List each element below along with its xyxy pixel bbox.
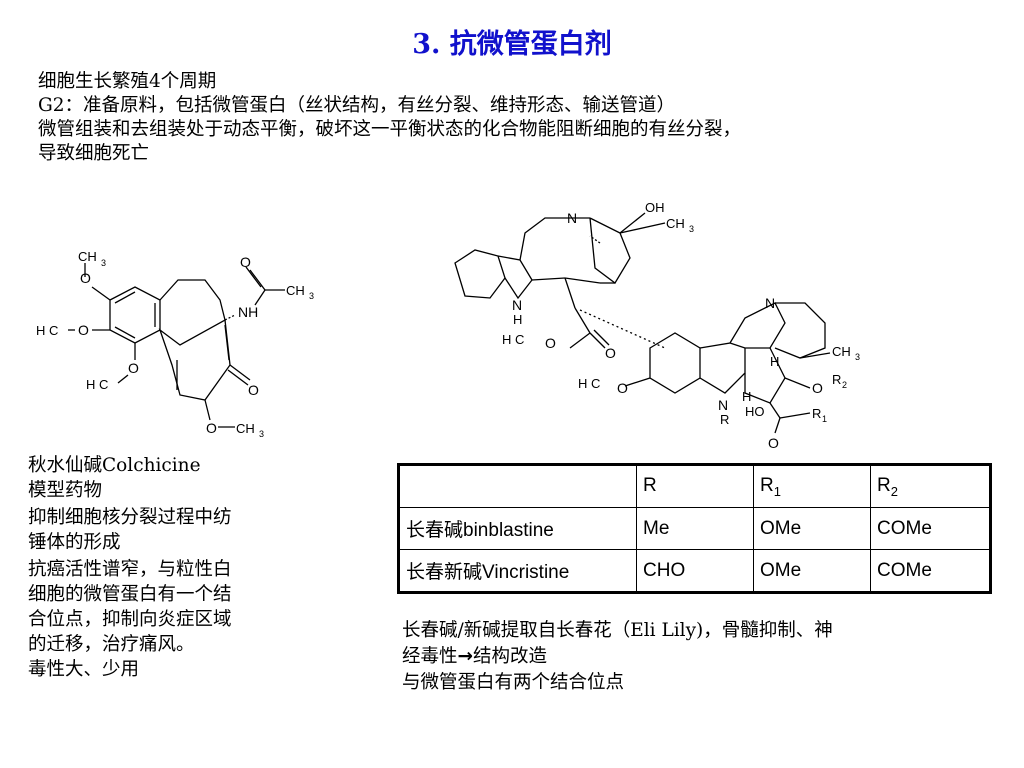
colchicine-o-ketone: O [248,382,259,398]
colchicine-line-4: 抗癌活性谱窄，与粒性白 [28,559,232,580]
vinca-ho-low: HO [745,404,765,419]
page-title: 3. 抗微管蛋白剂 [412,29,612,60]
colchicine-ch3-methoxy: CH [236,421,255,436]
drug-name-en: binblastine [463,520,554,541]
colchicine-line-6: 合位点，抑制向炎症区域 [28,609,232,630]
intro-line-1: 细胞生长繁殖4个周期 [38,71,217,92]
vinca-line-3: 与微管蛋白有两个结合位点 [402,672,625,693]
intro-text: 细胞生长繁殖4个周期 G2：准备原料，包括微管蛋白（丝状结构，有丝分裂、维持形态… [38,70,1018,166]
colchicine-line-1: 模型药物 [28,480,103,501]
colchicine-line-7: 的迁移，治疗痛风。 [28,634,195,655]
vinca-n-right: N [765,295,775,311]
vinca-structure: N OH CH 3 N H H C O O N H CH 3 H C O N R… [454,200,860,451]
vinca-n-top: N [567,210,577,226]
table-cell: CHO [636,549,754,593]
colchicine-structure: O CH 3 O H C O H C NH O CH 3 O O CH 3 [36,249,314,439]
table-cell: Me [636,507,754,550]
header-sub-1: 1 [773,483,781,499]
colchicine-o-top: O [80,270,91,286]
colchicine-h3c-low: H C [86,377,108,392]
table-header-row: R R1 R2 [398,464,991,508]
table-cell: OMe [753,507,871,550]
intro-line-4: 导致细胞死亡 [38,143,150,164]
table-cell-name: 长春新碱Vincristine [398,549,637,593]
header-r: R [643,474,657,496]
colchicine-o-low: O [128,360,139,376]
colchicine-ring-a [109,286,161,344]
table-header-cell [398,464,637,508]
vinca-h-right: H [770,354,779,369]
sub-3: 3 [259,429,264,439]
vinca-nh-h: H [513,312,522,327]
vinca-table: R R1 R2 长春碱binblastine Me OMe COMe 长春新碱V… [397,463,992,594]
intro-line-2: G2：准备原料，包括微管蛋白（丝状结构，有丝分裂、维持形态、输送管道） [38,95,676,116]
colchicine-ch3-top: CH [78,249,97,264]
drug-name-cn: 长春新碱 [406,562,483,583]
header-r1: R [760,474,774,496]
vindoline-benzene [649,332,701,394]
colchicine-nh: NH [238,304,258,320]
colchicine-name: 秋水仙碱Colchicine [28,455,201,476]
colchicine-line-2: 抑制细胞核分裂过程中纺 [28,507,232,528]
colchicine-line-3: 锤体的形成 [28,532,121,553]
vinca-r-low: R [720,412,729,427]
sub-3: 3 [101,258,106,268]
colchicine-h3c-mid: H C [36,323,58,338]
vinca-r2: R [832,372,841,387]
sub-3: 3 [689,224,694,234]
sub-3: 3 [309,291,314,301]
vinca-notes: 长春碱/新碱提取自长春花（Eli Lily)，骨髓抑制、神 经毒性→结构改造 与… [402,618,1002,696]
table-row: 长春碱binblastine Me OMe COMe [398,507,991,550]
table-header-cell: R [636,464,754,508]
indole-benzene [454,249,506,299]
drug-name-cn: 长春碱 [406,520,464,541]
sub-3: 3 [855,352,860,362]
sub-1: 1 [822,414,827,424]
table-cell: OMe [753,549,871,593]
vinca-ch3-top: CH [666,216,685,231]
vinca-r1: R [812,406,821,421]
vinca-line-2: 经毒性→结构改造 [402,644,1002,670]
vinca-o-methoxy: O [617,380,628,396]
header-sub-2: 2 [890,483,898,499]
vinca-line-1: 长春碱/新碱提取自长春花（Eli Lily)，骨髓抑制、神 [402,620,833,641]
vinca-nh-n: N [512,297,522,313]
table-row: 长春新碱Vincristine CHO OMe COMe [398,549,991,593]
colchicine-line-8: 毒性大、少用 [28,659,140,680]
colchicine-notes: 秋水仙碱Colchicine 模型药物 抑制细胞核分裂过程中纺 锤体的形成 抗癌… [28,453,318,682]
table-cell: COMe [870,507,991,550]
table-header-cell: R1 [753,464,871,508]
colchicine-ch3-acetyl: CH [286,283,305,298]
vinca-oh-top: OH [645,200,665,215]
intro-line-3: 微管组装和去组装处于动态平衡，破坏这一平衡状态的化合物能阻断细胞的有丝分裂， [38,119,742,140]
sub-2: 2 [842,380,847,390]
colchicine-o-acetyl: O [240,254,251,270]
right-arrow-icon: → [457,646,474,667]
vinca-line-2b: 结构改造 [473,646,548,667]
vinca-o-carbonyl: O [768,435,779,451]
colchicine-ring-b [159,279,226,321]
header-r2: R [877,474,891,496]
colchicine-o-mid: O [78,322,89,338]
vinca-h3c-ester: H C [502,332,524,347]
vinca-h-low: H [742,389,751,404]
vinca-h3c-methoxy: H C [578,376,600,391]
colchicine-line-5: 细胞的微管蛋白有一个结 [28,584,232,605]
table-header-cell: R2 [870,464,991,508]
vinca-o-ester2: O [605,345,616,361]
vinca-o-r2: O [812,380,823,396]
drug-name-en: Vincristine [482,562,570,583]
table-cell-name: 长春碱binblastine [398,507,637,550]
table-cell: COMe [870,549,991,593]
vinca-n-low: N [718,397,728,413]
colchicine-o-methoxy: O [206,420,217,436]
vinca-line-2a: 经毒性 [402,646,458,667]
vinca-ch3-right: CH [832,344,851,359]
colchicine-ring-c [158,318,231,401]
vinca-o-ester1: O [545,335,556,351]
